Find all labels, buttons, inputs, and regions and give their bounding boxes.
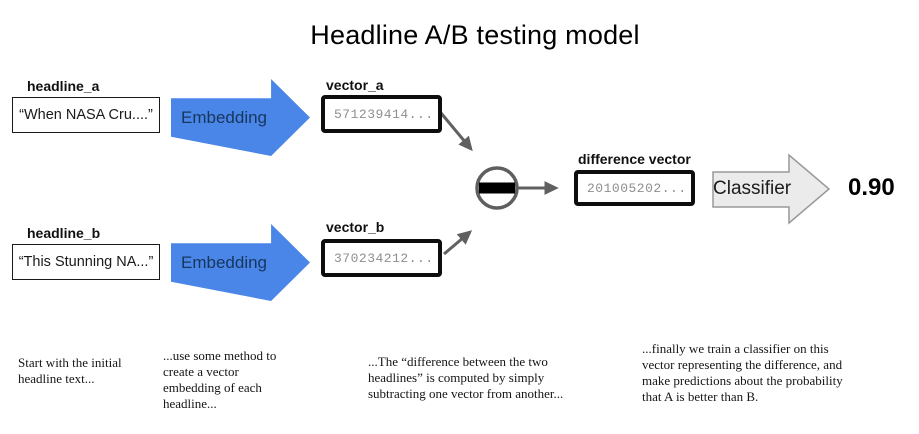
classifier-label: Classifier — [713, 178, 792, 199]
difference-vector-label: difference vector — [578, 151, 691, 167]
vector-b-label: vector_b — [326, 219, 385, 235]
annotation-step3: ...The “difference between the two headl… — [368, 354, 564, 401]
vector-a-label: vector_a — [326, 77, 384, 93]
embedding-label-top: Embedding — [181, 107, 268, 127]
headline-a-text: “When NASA Cru....” — [19, 107, 153, 123]
minus-operator-icon — [479, 182, 515, 194]
headline-a-box: “When NASA Cru....” — [12, 97, 160, 133]
headline-b-text: “This Stunning NA...” — [18, 254, 154, 270]
headline-b-label: headline_b — [27, 225, 101, 241]
annotation-step2: ...use some method to create a vector em… — [163, 348, 277, 411]
arrow-vector-b-to-minus — [443, 230, 473, 256]
vector-b-box: 370234212... — [321, 239, 442, 277]
difference-vector-box: 201005202... — [574, 170, 695, 206]
vector-a-box: 571239414... — [321, 95, 442, 133]
headline-b-box: “This Stunning NA...” — [12, 244, 160, 280]
vector-a-value: 571239414... — [334, 106, 434, 122]
annotation-step1: Start with the initial headline text... — [18, 355, 122, 386]
page-title: Headline A/B testing model — [310, 20, 640, 50]
minus-operator-circle — [475, 166, 519, 210]
vector-b-value: 370234212... — [334, 250, 434, 266]
embedding-arrow-top: Embedding — [171, 79, 310, 156]
arrow-vector-a-to-minus — [439, 112, 473, 152]
embedding-label-bottom: Embedding — [181, 252, 268, 272]
result-value: 0.90 — [848, 174, 895, 201]
difference-vector-value: 201005202... — [587, 180, 687, 196]
headline-a-label: headline_a — [27, 78, 100, 94]
annotation-step4: ...finally we train a classifier on this… — [642, 341, 843, 404]
embedding-arrow-bottom: Embedding — [171, 224, 310, 301]
